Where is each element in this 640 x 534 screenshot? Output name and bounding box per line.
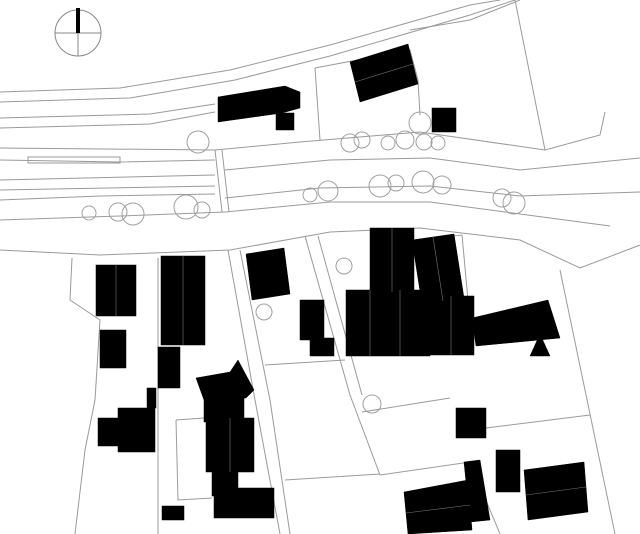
trees bbox=[81, 111, 526, 414]
roof-lines bbox=[115, 63, 587, 514]
north-arrow-icon bbox=[54, 8, 102, 57]
buildings bbox=[95, 43, 589, 534]
